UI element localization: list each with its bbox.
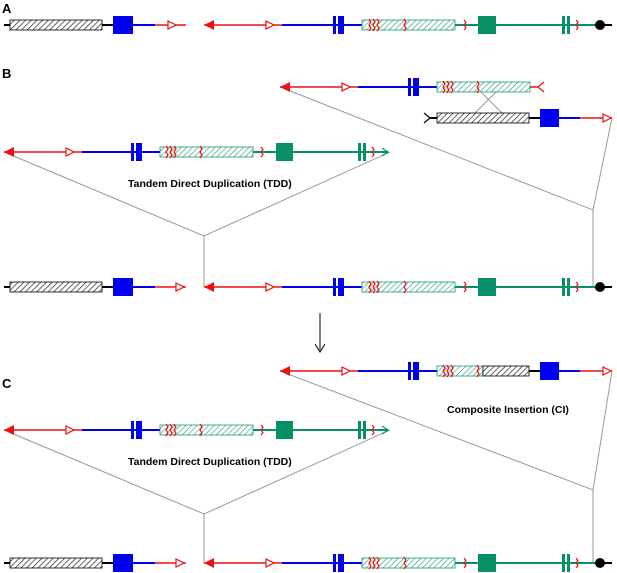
open-arrow-right	[167, 20, 178, 30]
row-b-ci-upper	[280, 78, 545, 96]
transition-arrow	[314, 313, 326, 353]
row-b-chromosome	[4, 278, 612, 296]
caption-c-ci: Composite Insertion (CI)	[447, 404, 569, 416]
row-a-chromosome	[4, 16, 612, 34]
row-c-chromosome	[4, 554, 612, 572]
row-b-tdd-insert	[4, 143, 390, 161]
row-c-tdd-insert	[4, 421, 390, 439]
panel-label-b: B	[2, 66, 11, 81]
panel-label-c: C	[2, 376, 12, 391]
green-square	[478, 16, 496, 34]
row-c-ci-insert	[280, 362, 613, 380]
caption-b-tdd: Tandem Direct Duplication (TDD)	[128, 178, 292, 190]
hatched-block-green	[361, 19, 456, 31]
row-b-ci-lower	[423, 109, 613, 127]
panel-label-a: A	[2, 1, 12, 16]
centromere-dot	[595, 20, 605, 30]
hatched-block-black	[9, 19, 103, 31]
blue-square	[113, 16, 133, 34]
connectors-c	[3, 370, 613, 563]
caption-c-tdd: Tandem Direct Duplication (TDD)	[128, 456, 292, 468]
